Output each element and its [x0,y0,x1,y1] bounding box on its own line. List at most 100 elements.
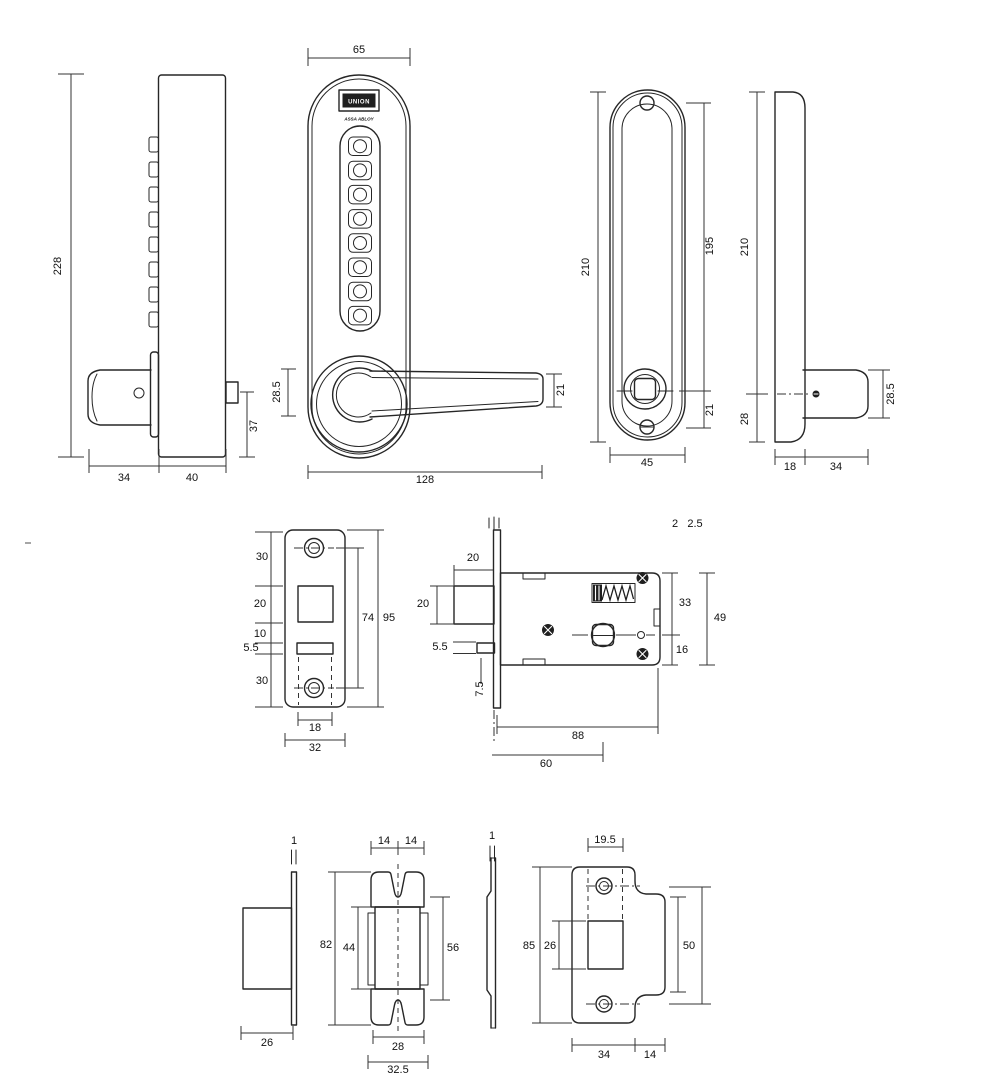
dim-width: 28 [392,1041,404,1053]
dim-screw-span: 195 [704,237,716,255]
dim-lip-width: 14 [644,1049,656,1061]
dim-width: 45 [641,457,653,469]
dim-body-depth: 26 [261,1037,273,1049]
lock-side-view: 228 37 34 40 [52,73,260,484]
dim-lip-height: 50 [683,940,695,952]
faceplate [284,529,346,708]
back-plate-recess [621,103,673,427]
dim-deadbolt-height: 5.5 [432,641,447,653]
dim-inner-width: 18 [309,722,321,734]
dim-bolt-height: 20 [417,598,429,610]
dim-height: 210 [739,238,751,256]
dim-body-height: 44 [343,942,355,954]
dim-seg-latch: 20 [254,598,266,610]
strike-front-view: 19.5 85 26 50 34 14 [523,834,711,1061]
dim-plate-thickness-b: 2.5 [687,518,702,530]
top-flange [370,871,425,908]
dim-height: 210 [580,258,592,276]
spindle-boss [225,381,239,404]
dim-plate-thickness: 1 [489,830,495,842]
dim-seg-mid: 10 [254,628,266,640]
dim-deadbolt-offset: 7.5 [474,681,486,696]
tubular-faceplate [290,871,298,1026]
dim-lever-thickness: 21 [555,384,567,396]
dim-bolt-offset: 37 [248,420,260,432]
knob-screw [133,387,145,399]
dim-width: 65 [353,44,365,56]
lever-rose [310,355,408,453]
latch-case-body [499,572,661,666]
latch-bolt [453,585,495,625]
dim-notch-right: 14 [405,835,417,847]
deadbolt-slot [296,642,334,655]
dim-plate-depth: 18 [784,461,796,473]
dim-hub-to-top: 33 [679,597,691,609]
lock-body-side [157,74,227,458]
thumb-knob-profile [802,369,869,419]
brand-logo [342,93,376,108]
spring [591,583,636,603]
lever-neck [331,367,373,423]
front-plate [307,74,411,459]
keypad-buttons-side [148,136,159,328]
lever-handle [369,370,544,418]
dim-notch-left: 14 [378,835,390,847]
tubular-body [242,907,293,990]
bottom-lug [522,658,546,666]
tubular-latch-front-view: 14 14 82 44 56 28 32.5 [320,835,459,1074]
thumb-knob [87,369,152,426]
dim-rose-offset: 28.5 [271,381,283,402]
dim-plate-thickness-a: 2 [672,518,678,530]
dim-screw-span: 74 [362,612,374,624]
logo-frame [338,89,380,112]
dim-backset: 60 [540,758,552,770]
case-screws [542,572,649,660]
brand-logo-text: UNION [348,100,370,106]
dim-seg-slot: 5.5 [243,642,258,654]
dim-case-depth: 88 [572,730,584,742]
strike-profile-left [486,857,492,1029]
backplate-side-view: 210 28 28.5 18 34 [739,91,897,473]
dim-knob-depth: 34 [118,472,130,484]
dim-width: 34 [598,1049,610,1061]
spindle-hole [633,377,657,401]
dim-spindle-offset: 21 [704,404,716,416]
right-tab [419,912,429,986]
bottom-screw-hole [639,419,655,435]
top-lug [522,572,546,580]
dim-hub-to-bottom: 16 [676,644,688,656]
latch-hole [297,585,334,623]
dim-hole-height: 26 [544,940,556,952]
dim-height: 228 [52,257,64,275]
dim-bolt-depth: 20 [467,552,479,564]
brand-tagline: ASSA ABLOY [343,117,374,122]
dim-case-height: 49 [714,612,726,624]
deadbolt [476,642,496,654]
dim-bottom-offset: 28 [739,413,751,425]
edge-tab [653,608,661,627]
dim-knob-depth: 34 [830,461,842,473]
top-screw-hole [639,95,655,111]
dim-width: 32 [309,742,321,754]
tubular-latch-side-view: 1 26 [240,835,298,1049]
keypad-buttons [348,136,372,326]
strike-plate [571,866,666,1024]
latch-hole [587,920,624,970]
break-marks [291,849,297,865]
knob-flange [149,351,160,438]
backplate-front-view: 210 195 21 45 [580,89,716,469]
lock-front-view: 65 UNION ASSA ABLOY 28.5 21 128 [271,44,567,486]
dim-seg-top: 30 [256,551,268,563]
break-marks [488,516,500,530]
dim-length: 128 [416,474,434,486]
strike-side-view: 1 [486,830,497,1029]
dim-height: 85 [523,940,535,952]
screw-span-dim [669,886,711,1005]
spindle-hub [590,622,616,648]
dim-height: 82 [320,939,332,951]
dim-screw-offset: 19.5 [594,834,615,846]
dim-knob-height: 28.5 [885,383,897,404]
dim-body-depth: 40 [186,472,198,484]
left-tab [367,912,376,986]
